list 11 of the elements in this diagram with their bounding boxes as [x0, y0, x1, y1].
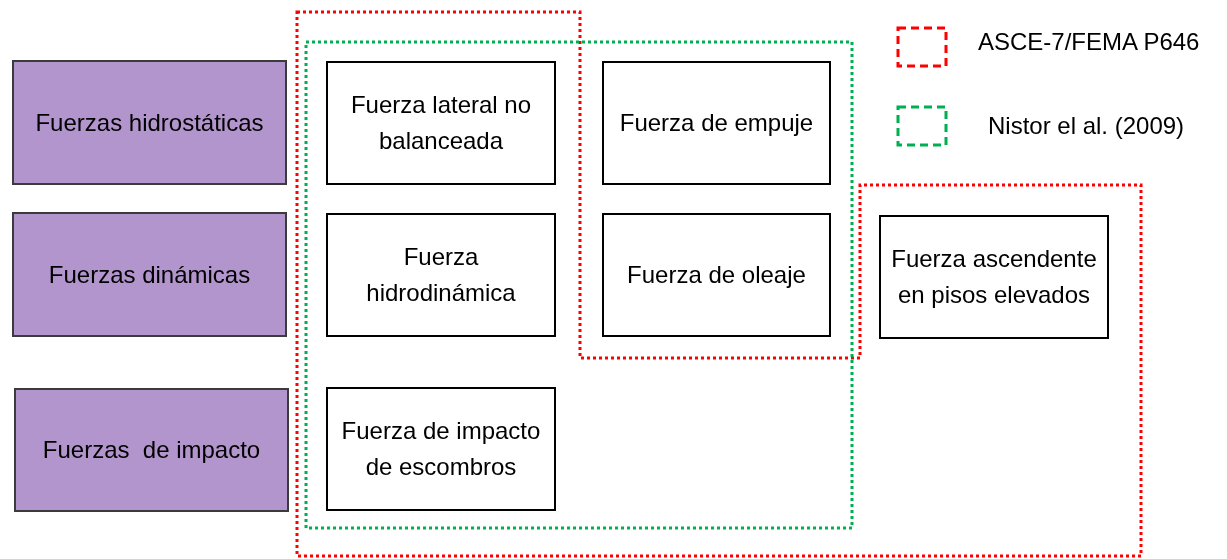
category-box: Fuerzas hidrostáticas	[12, 60, 287, 185]
category-box: Fuerzas dinámicas	[12, 212, 287, 337]
force-box: Fuerza de oleaje	[602, 213, 831, 337]
force-box: Fuerza de impacto de escombros	[326, 387, 556, 511]
legend-text: Nistor el al. (2009)	[988, 112, 1185, 140]
force-box: Fuerza de empuje	[602, 61, 831, 185]
force-box: Fuerza ascendente en pisos elevados	[879, 215, 1109, 339]
force-box: Fuerza hidrodinámica	[326, 213, 556, 337]
force-box: Fuerza lateral no balanceada	[326, 61, 556, 185]
legend-text: ASCE-7/FEMA P646	[978, 28, 1200, 56]
category-box: Fuerzas de impacto	[14, 388, 289, 512]
